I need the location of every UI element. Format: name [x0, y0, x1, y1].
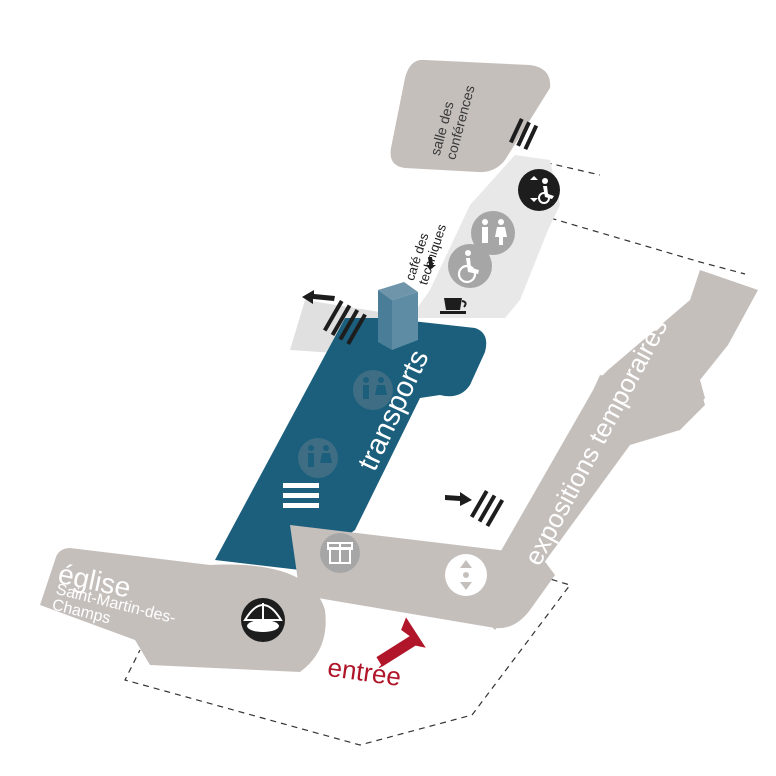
cafe-connector-tower: [378, 282, 418, 350]
entrance-arrow-icon[interactable]: [373, 616, 427, 667]
restroom-icon-transports-2[interactable]: [298, 438, 338, 478]
right-arrow-icon: [445, 492, 472, 506]
wheelchair-icon[interactable]: [448, 244, 492, 288]
audioguide-icon[interactable]: [241, 598, 285, 642]
eglise-saint-martin-des-champs[interactable]: [40, 548, 326, 672]
expositions-temporaires-gallery[interactable]: [470, 270, 758, 630]
down-arrow-small-icon: [426, 257, 436, 270]
stairs-icon[interactable]: [323, 118, 539, 527]
accessibility-elevator-icon[interactable]: [518, 169, 560, 211]
salle-des-conferences-room[interactable]: [390, 59, 551, 173]
restroom-icon[interactable]: [471, 211, 515, 255]
cafe-icon[interactable]: [440, 298, 467, 314]
gift-shop-icon[interactable]: [320, 533, 360, 573]
expositions-bump: [575, 375, 705, 440]
stairs-blue-icon[interactable]: [283, 483, 319, 508]
transports-gallery[interactable]: [215, 318, 487, 570]
restroom-icon-transports-1[interactable]: [353, 370, 393, 410]
left-arrow-icon: [302, 290, 335, 304]
elevator-icon[interactable]: [445, 554, 487, 596]
